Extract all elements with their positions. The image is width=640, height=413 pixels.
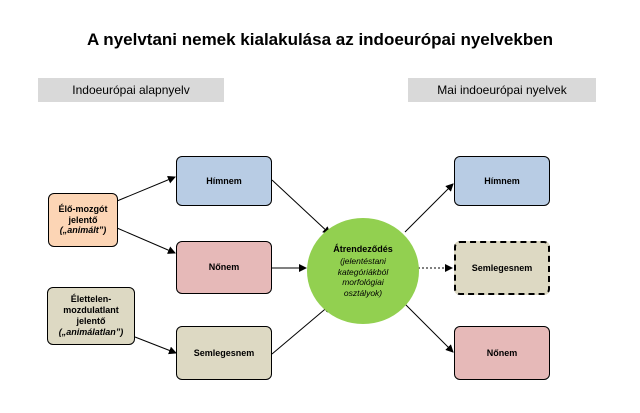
restructuring-circle: Átrendeződés (jelentéstani kategóriákból… [307, 218, 419, 324]
restructuring-sub-2: kategóriákból [337, 266, 389, 277]
inanimate-line2: mozdulatlant [63, 305, 119, 316]
arrow-inanimate-to-neuter [134, 336, 177, 355]
modern-masculine-label: Hímnem [484, 175, 520, 186]
arrow-masculine-to-center [271, 179, 331, 235]
modern-masculine-box: Hímnem [454, 156, 550, 206]
proto-masculine-box: Hímnem [176, 156, 272, 206]
arrow-animate-to-feminine [116, 227, 176, 254]
proto-neuter-label: Semlegesnem [193, 347, 255, 358]
animate-line1: Élő-mozgót jelentő [58, 203, 108, 225]
restructuring-sub-1: (jelentéstani [340, 255, 386, 266]
arrow-animate-to-masculine [116, 175, 176, 202]
arrow-center-to-masculine [404, 183, 454, 233]
proto-feminine-label: Nőnem [208, 262, 240, 273]
header-modern-languages: Mai indoeurópai nyelvek [408, 78, 596, 102]
proto-feminine-box: Nőnem [176, 241, 272, 294]
inanimate-line1: Élettelen- [70, 294, 112, 305]
inanimate-line3: jelentő [76, 316, 106, 326]
animate-box: Élő-mozgót jelentő („animált”) [48, 193, 118, 247]
restructuring-title: Átrendeződés [333, 243, 393, 254]
modern-feminine-label: Nőnem [486, 347, 518, 358]
modern-feminine-box: Nőnem [454, 326, 550, 380]
animate-line2: („animált”) [59, 225, 107, 236]
header-proto-language: Indoeurópai alapnyelv [38, 78, 224, 102]
modern-neuter-label: Semlegesnem [471, 262, 533, 273]
modern-neuter-box: Semlegesnem [454, 241, 550, 295]
restructuring-sub-4: osztályok) [343, 287, 383, 298]
proto-masculine-label: Hímnem [206, 175, 242, 186]
proto-neuter-box: Semlegesnem [176, 326, 272, 380]
diagram-title: A nyelvtani nemek kialakulása az indoeur… [86, 30, 554, 49]
arrow-neuter-to-center [271, 304, 331, 355]
inanimate-line4: („animálatlan”) [58, 326, 124, 337]
restructuring-sub-3: morfológiai [342, 277, 384, 288]
inanimate-box: Élettelen- mozdulatlant jelentő („animál… [47, 287, 135, 345]
arrow-center-to-feminine [404, 303, 454, 353]
